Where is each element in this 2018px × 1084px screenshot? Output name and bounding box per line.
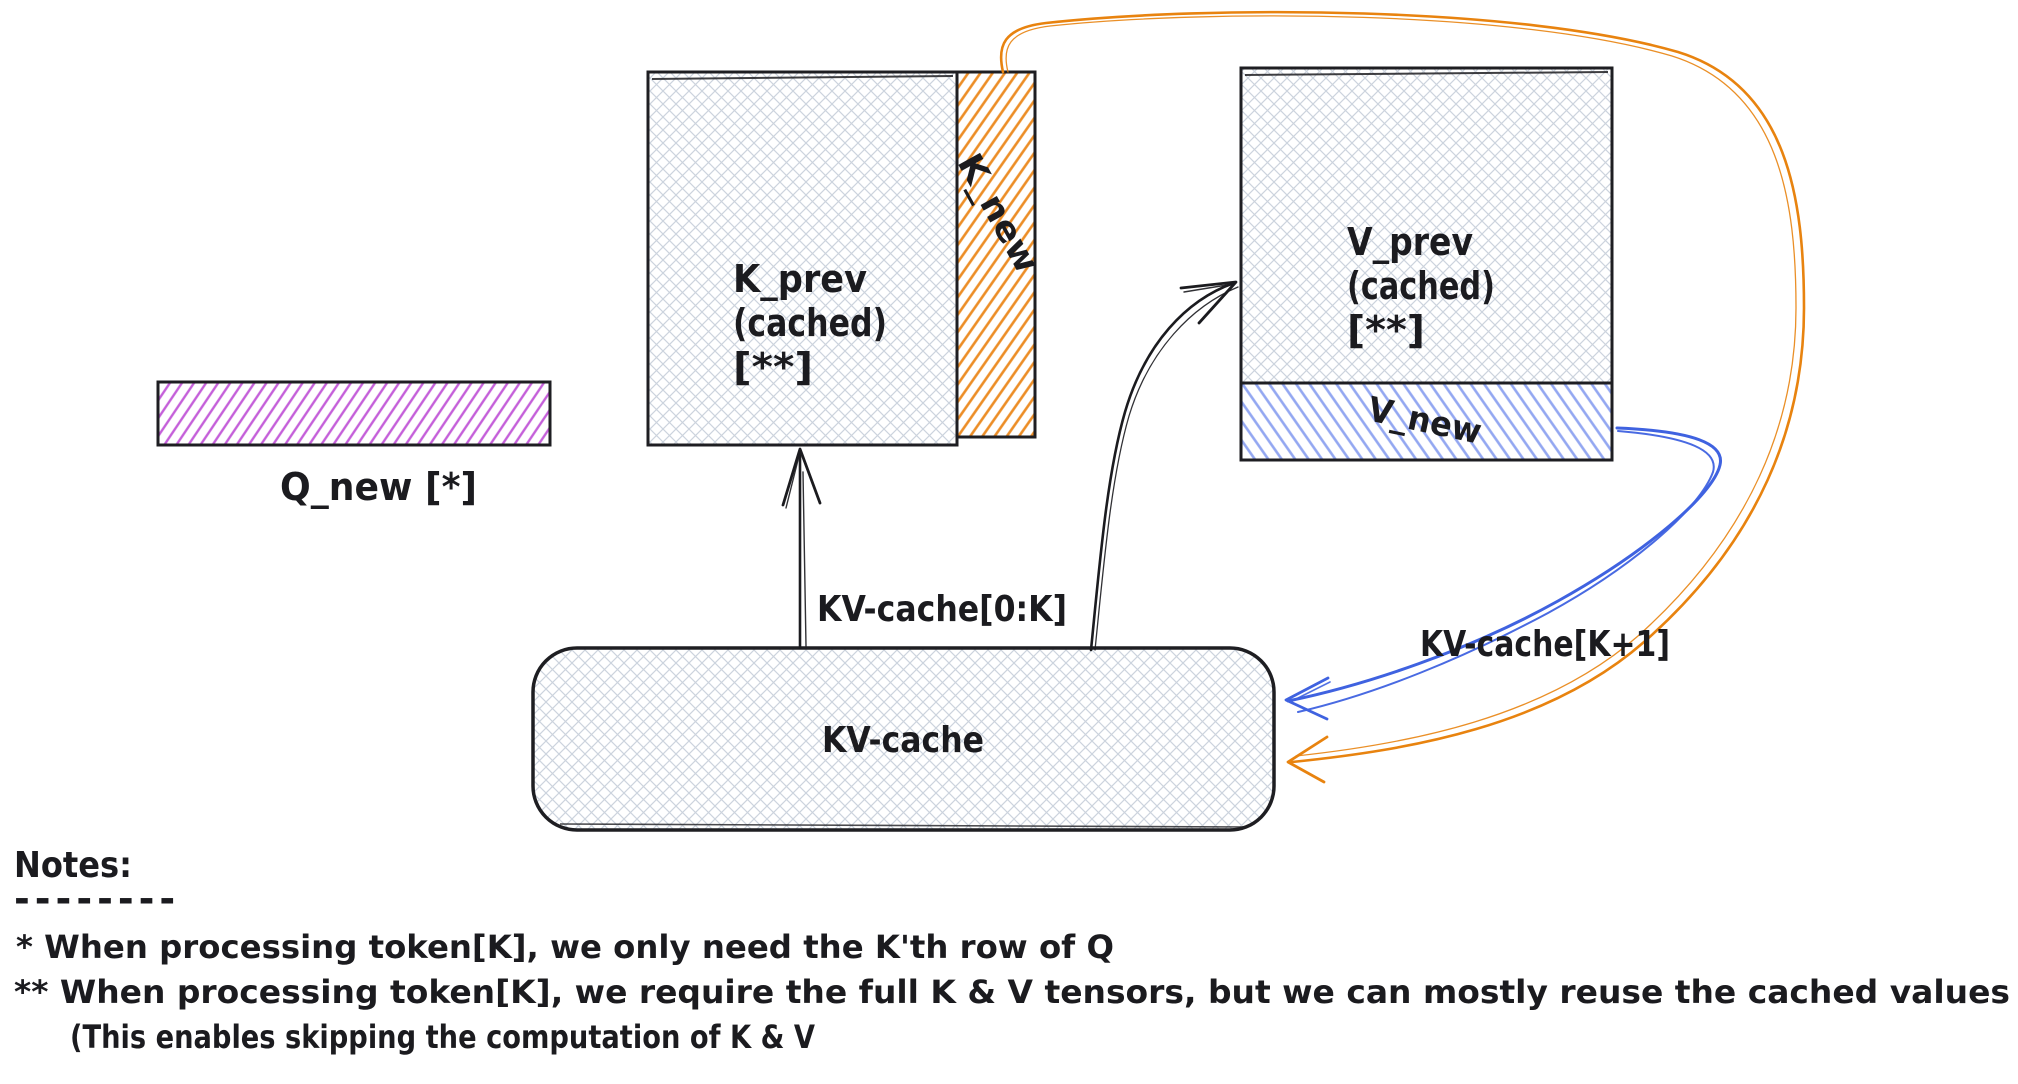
v-prev-label: V_prev (cached) [**] — [1347, 220, 1495, 352]
k-new-column — [955, 70, 1037, 439]
kv-to-kprev-arrow — [781, 447, 822, 650]
k-prev-label: K_prev (cached) [**] — [733, 257, 887, 389]
v-prev-matrix — [1239, 66, 1614, 385]
k-prev-sketch-edge — [651, 75, 954, 80]
vnew-to-kvcache-arrow — [1284, 426, 1722, 721]
notes-block: Notes: -------- * When processing token[… — [14, 845, 2010, 1056]
kv-cache-label: KV-cache — [822, 720, 984, 761]
k-prev-label-line1: K_prev — [733, 257, 867, 301]
kv-cache-sketch-edge — [559, 823, 1249, 828]
v-prev-label-line3: [**] — [1347, 308, 1425, 352]
k-prev-label-line2: (cached) — [733, 301, 887, 345]
q-new-matrix — [156, 380, 552, 447]
knew-to-kvcache-arrow — [999, 10, 1806, 784]
v-prev-label-line2: (cached) — [1347, 264, 1495, 308]
note-line-1: * When processing token[K], we only need… — [16, 928, 1114, 966]
note-line-3: (This enables skipping the computation o… — [70, 1018, 815, 1056]
kv-read-label: KV-cache[0:K] — [817, 589, 1067, 630]
k-prev-label-line3: [**] — [733, 345, 813, 389]
kv-to-vprev-arrow — [1089, 280, 1239, 652]
note-line-2: ** When processing token[K], we require … — [14, 973, 2010, 1011]
v-prev-label-line1: V_prev — [1347, 220, 1473, 264]
notes-divider: -------- — [14, 877, 180, 921]
v-prev-sketch-edge — [1244, 71, 1609, 76]
kv-cache-store — [531, 646, 1276, 832]
kv-write-label: KV-cache[K+1] — [1420, 624, 1670, 665]
v-new-row — [1239, 381, 1614, 462]
notes-title: Notes: — [14, 845, 132, 886]
q-new-label: Q_new [*] — [280, 465, 477, 509]
k-prev-matrix — [646, 70, 959, 447]
